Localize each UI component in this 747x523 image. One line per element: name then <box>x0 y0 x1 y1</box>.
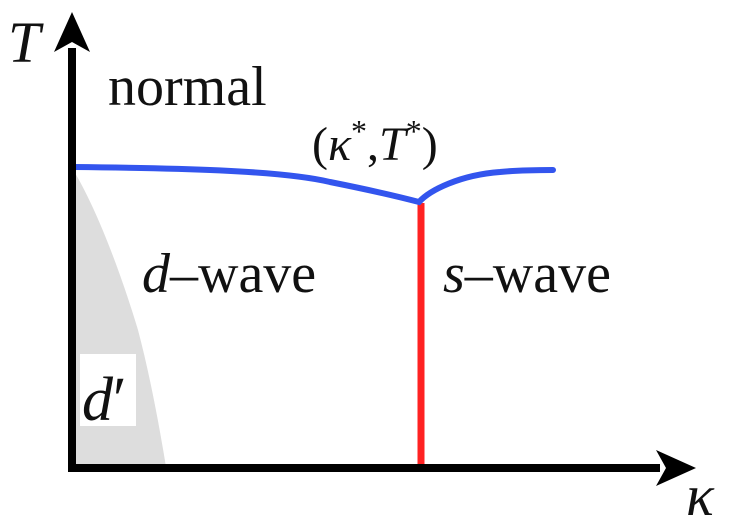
d-prime-label-mark: ′ <box>113 366 127 434</box>
d-prime-label-italic: d <box>82 366 114 434</box>
y-axis-arrowhead <box>54 12 90 52</box>
critical-point-kappa: κ <box>328 118 352 171</box>
s-wave-label-rest: –wave <box>464 243 611 305</box>
critical-temperature-curve <box>71 164 556 206</box>
x-axis-label: κ <box>686 463 715 523</box>
critical-point-kappa-star: * <box>351 113 367 149</box>
d-wave-label-italic: d <box>142 243 171 305</box>
critical-point-close: ) <box>422 118 438 171</box>
critical-point-label: (κ*,T*) <box>312 113 438 171</box>
d-wave-label-rest: –wave <box>169 243 316 305</box>
s-wave-label-italic: s <box>443 243 465 305</box>
critical-point-t-star: * <box>406 113 422 149</box>
critical-point-t: T <box>379 118 409 171</box>
critical-point-open: ( <box>312 118 328 171</box>
x-axis-arrowhead <box>656 450 696 486</box>
d-prime-label-background <box>80 354 136 426</box>
s-wave-label: s–wave <box>443 243 611 305</box>
critical-point-sep: , <box>367 118 379 171</box>
normal-region-label: normal <box>108 56 267 118</box>
d-wave-label: d–wave <box>142 243 316 305</box>
y-axis-label: T <box>8 10 44 75</box>
d-prime-label: d′ <box>82 366 127 434</box>
